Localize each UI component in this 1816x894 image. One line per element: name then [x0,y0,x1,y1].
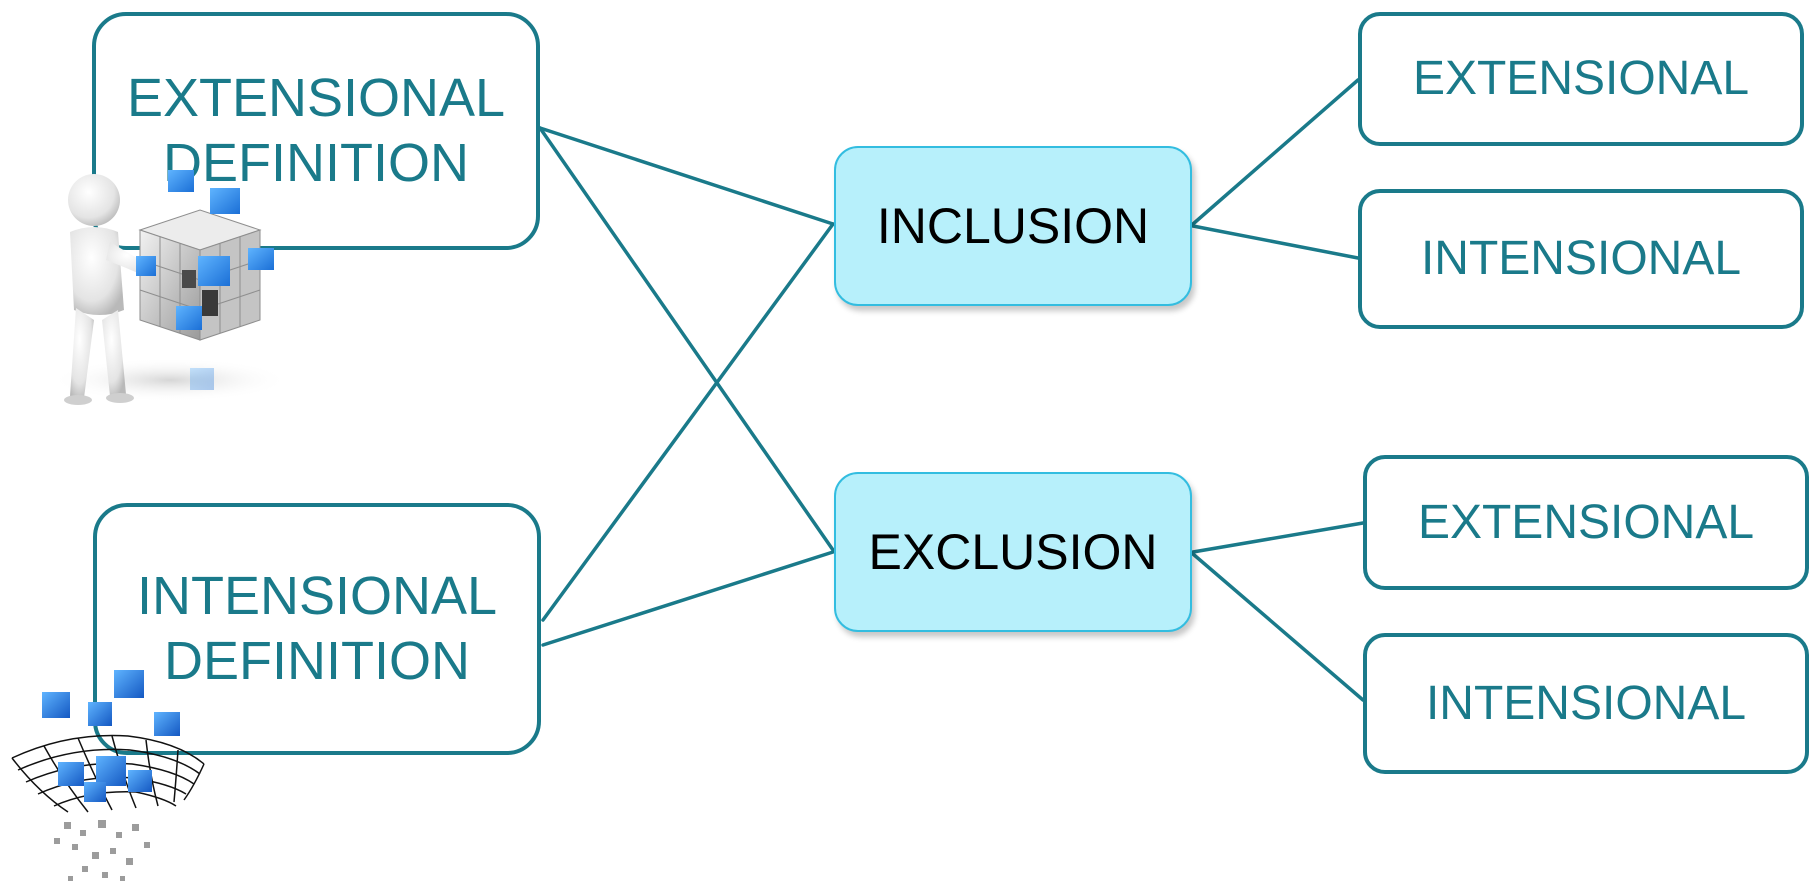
inclusion-extensional-label: EXTENSIONAL [1412,52,1750,106]
exclusion-label: EXCLUSION [868,524,1158,580]
exclusion-intensional-box: INTENSIONAL [1363,633,1809,774]
inclusion-label: INCLUSION [876,198,1150,254]
connector-exclusion-to-extensional [1191,521,1365,554]
intensional-definition-line1: INTENSIONAL [136,566,498,627]
connector-extensional-to-exclusion [538,126,835,552]
connector-inclusion-to-intensional [1191,224,1360,260]
extensional-definition-line2: DEFINITION [163,133,469,193]
exclusion-extensional-box: EXTENSIONAL [1363,455,1809,590]
connector-exclusion-to-intensional [1191,552,1365,702]
connector-intensional-to-exclusion [541,550,835,647]
inclusion-intensional-label: INTENSIONAL [1420,232,1742,286]
cubes-falling-through-net-illustration [11,670,205,881]
extensional-definition-box: EXTENSIONAL DEFINITION [92,12,540,250]
person-assembling-cube-illustration [50,170,290,405]
intensional-definition-line2: DEFINITION [164,631,470,691]
intensional-definition-box: INTENSIONAL DEFINITION [93,503,541,755]
connector-intensional-to-inclusion [541,222,835,622]
exclusion-intensional-label: INTENSIONAL [1425,676,1747,730]
inclusion-box: INCLUSION [834,146,1192,306]
extensional-definition-line1: EXTENSIONAL [126,68,506,129]
exclusion-box: EXCLUSION [834,472,1192,632]
connector-inclusion-to-extensional [1191,78,1360,226]
connector-extensional-to-inclusion [538,126,835,226]
inclusion-intensional-box: INTENSIONAL [1358,189,1804,329]
inclusion-extensional-box: EXTENSIONAL [1358,12,1804,146]
exclusion-extensional-label: EXTENSIONAL [1417,495,1755,549]
